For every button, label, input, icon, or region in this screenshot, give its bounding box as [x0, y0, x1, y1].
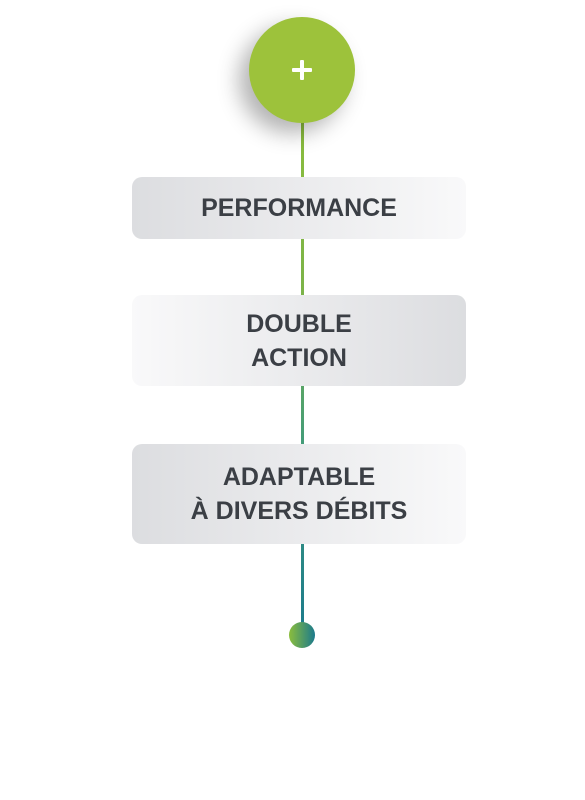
step-box-double-action: DOUBLE ACTION	[132, 295, 466, 386]
step-box-adaptable: ADAPTABLE À DIVERS DÉBITS	[132, 444, 466, 544]
end-dot	[289, 622, 315, 648]
plus-button[interactable]	[249, 17, 355, 123]
step-label: PERFORMANCE	[201, 194, 397, 222]
step-box-performance: PERFORMANCE	[132, 177, 466, 239]
step-label: ADAPTABLE À DIVERS DÉBITS	[190, 463, 408, 525]
step-label: DOUBLE ACTION	[246, 309, 352, 372]
plus-icon	[292, 60, 312, 80]
